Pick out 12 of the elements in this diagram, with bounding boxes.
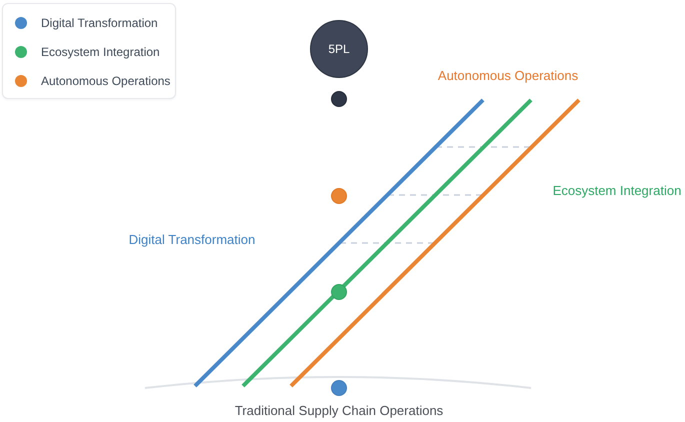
line-label: Autonomous Operations: [438, 68, 578, 84]
milestone-dot-icon: [331, 380, 347, 396]
milestone-dot-icon: [331, 91, 347, 107]
line-label: Digital Transformation: [128, 232, 256, 248]
legend-label: Digital Transformation: [41, 16, 158, 30]
legend-label: Autonomous Operations: [41, 74, 170, 88]
milestone-dot-icon: [331, 284, 347, 300]
level-circle: 5PL: [310, 20, 368, 78]
milestone-dot-icon: [331, 188, 347, 204]
line-label: Ecosystem Integration: [552, 183, 682, 199]
stage-caption: Traditional Supply Chain Operations: [234, 403, 444, 419]
legend-label: Ecosystem Integration: [41, 45, 160, 59]
